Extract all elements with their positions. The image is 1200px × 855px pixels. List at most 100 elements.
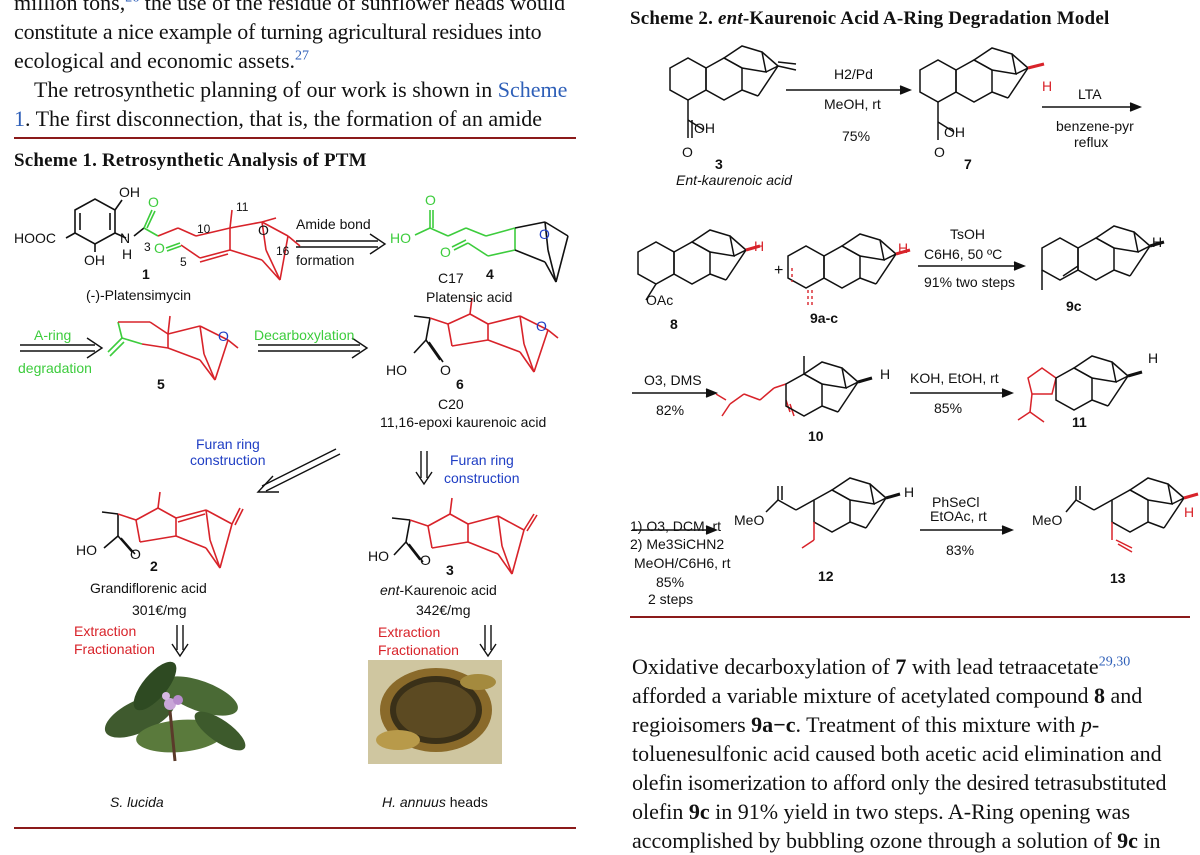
compound6-structure: [413, 315, 444, 363]
text-line: accomplished by bubbling ozone through a…: [632, 828, 1161, 853]
meo-label: MeO: [734, 512, 765, 528]
price-label: 301€/mg: [132, 602, 187, 618]
compound-number: 12: [818, 568, 834, 584]
scheme2-structures: [632, 45, 1199, 553]
compound-name: Grandiflorenic acid: [90, 580, 207, 596]
compound-number: 3: [715, 156, 723, 172]
ho-label: HO: [390, 230, 411, 246]
atom-number: 3: [144, 240, 151, 254]
compound5-structure: [107, 321, 143, 357]
reagent-label: O3, DMS: [644, 372, 702, 388]
reagent-label: C6H6, 50 ºC: [924, 246, 1003, 262]
h-label: H: [122, 246, 133, 262]
scheme-link[interactable]: 1: [14, 106, 25, 131]
text-line: toluenesulfonic acid caused both acetic …: [632, 741, 1162, 766]
reagent-label: PhSeCl: [932, 494, 980, 510]
grandiflorenic-structure: [101, 511, 136, 555]
reagent-label: H2/Pd: [834, 66, 873, 82]
compound-number: 3: [446, 562, 454, 578]
o-label: O: [425, 192, 436, 208]
compound-number: 8: [670, 316, 678, 332]
compound-number: 9c: [1066, 298, 1082, 314]
s-lucida-photo: [104, 661, 246, 762]
platensimycin-structure: [65, 198, 145, 252]
yield-label: 85%: [934, 400, 963, 416]
section-rule: [14, 827, 576, 829]
o-label: O: [218, 328, 229, 344]
h-label: H: [1148, 350, 1159, 366]
arrow-label: formation: [296, 252, 355, 268]
reagent-label: MeOH, rt: [824, 96, 881, 112]
scheme-link[interactable]: Scheme: [497, 77, 568, 102]
h-label: H: [904, 484, 915, 500]
text-line: 1. The first disconnection, that is, the…: [14, 106, 543, 131]
ent-kaurenoic-structure: [391, 517, 424, 563]
arrow-label: Furan ring: [450, 452, 514, 468]
ho-label: HO: [76, 542, 97, 558]
compound-name: Ent-kaurenoic acid: [676, 172, 792, 188]
o-label: O: [420, 552, 431, 568]
plant-name: S. lucida: [110, 794, 164, 810]
left-paragraph: million tons,26 the use of the residue o…: [14, 0, 584, 133]
retro-arrow: [296, 233, 387, 255]
o-label: O: [148, 194, 159, 210]
oh-label: OH: [119, 184, 140, 200]
text-line: million tons,26 the use of the residue o…: [14, 0, 566, 15]
atom-number: 11: [236, 200, 249, 214]
text-line: The retrosynthetic planning of our work …: [34, 77, 568, 102]
compound-number: 11: [1072, 414, 1087, 430]
compound-number: 13: [1110, 570, 1126, 586]
compound-number: 5: [157, 376, 165, 392]
yield-label: 2 steps: [648, 591, 694, 607]
platensic-acid-structure: [414, 210, 516, 257]
text-line: afforded a variable mixture of acetylate…: [632, 683, 1143, 708]
reagent-label: reflux: [1074, 134, 1109, 150]
atom-number: 10: [197, 222, 211, 236]
arrow-label: degradation: [18, 360, 92, 376]
price-label: 342€/mg: [416, 602, 471, 618]
plant-name: H. annuus heads: [382, 794, 488, 810]
yield-label: 91% two steps: [924, 274, 1016, 290]
text-line: olefin 9c in 91% yield in two steps. A-R…: [632, 799, 1131, 824]
compound-number: 10: [808, 428, 824, 444]
reagent-label: 2) Me3SiCHN2: [630, 536, 725, 552]
ho-label: HO: [368, 548, 389, 564]
plus-sign: +: [774, 262, 784, 279]
h-label: H: [1152, 234, 1163, 250]
arrow-label: construction: [444, 470, 520, 486]
h-label: H: [898, 240, 909, 256]
carbon-count: C20: [438, 396, 464, 412]
reagent-label: LTA: [1078, 86, 1102, 102]
h-annuus-photo: [368, 660, 502, 764]
o-label: O: [440, 362, 451, 378]
section-rule: [14, 137, 576, 139]
compound-number: 1: [142, 266, 150, 282]
arrow-label: Decarboxylation: [254, 327, 355, 343]
atom-number: 5: [180, 255, 187, 269]
arrow-label: Furan ring: [196, 436, 260, 452]
compound-name: Platensic acid: [426, 289, 513, 305]
h-label: H: [880, 366, 891, 382]
yield-label: 85%: [656, 574, 685, 590]
reagent-label: benzene-pyr: [1056, 118, 1134, 134]
h-label: H: [1184, 504, 1195, 520]
yield-label: 82%: [656, 402, 685, 418]
compound-name: (-)-Platensimycin: [86, 287, 192, 303]
o-label: O: [258, 222, 269, 238]
reagent-label: 1) O3, DCM, rt: [630, 518, 722, 534]
scheme1-structures: [20, 198, 569, 658]
compound-number: 7: [964, 156, 972, 172]
h-label: H: [754, 238, 765, 254]
arrow-label: construction: [190, 452, 266, 468]
arrow-label: Amide bond: [296, 216, 371, 232]
oh-label: OH: [944, 124, 965, 140]
ho-label: HO: [386, 362, 407, 378]
reagent-label: MeOH/C6H6, rt: [634, 555, 731, 571]
o-label: O: [934, 144, 945, 160]
o-label: O: [154, 240, 165, 256]
scheme2-title: Scheme 2. ent-Kaurenoic Acid A-Ring Degr…: [630, 8, 1110, 29]
section-rule: [630, 616, 1190, 618]
extraction-label: Extraction: [378, 624, 441, 640]
compound-name: ent-Kaurenoic acid: [380, 582, 497, 598]
yield-label: 75%: [842, 128, 871, 144]
